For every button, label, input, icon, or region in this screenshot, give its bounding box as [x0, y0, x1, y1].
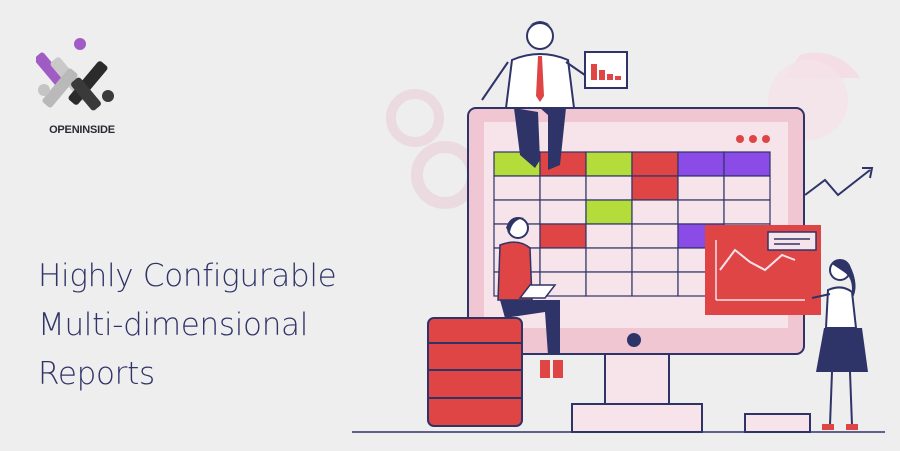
gear-icon: [386, 89, 444, 147]
grid-cell: [539, 247, 587, 273]
woman-with-laptop: [497, 217, 563, 378]
grid-cell: [585, 199, 633, 225]
database-icon: [427, 317, 523, 427]
analytics-card: [705, 225, 821, 315]
grid-cell: [585, 223, 633, 249]
headline: Highly Configurable Multi-dimensional Re…: [38, 252, 337, 399]
grid-cell: [723, 175, 771, 201]
grid-cell: [539, 223, 587, 249]
headline-line-1: Highly Configurable: [38, 258, 337, 294]
grid-cell: [539, 199, 587, 225]
headline-line-2: Multi-dimensional: [38, 307, 309, 343]
headline-line-3: Reports: [38, 356, 155, 392]
grid-cell: [631, 247, 679, 273]
trend-arrow-icon: [804, 169, 871, 197]
brand-name: OPENINSIDE: [49, 124, 115, 136]
grid-cell: [585, 151, 633, 177]
grid-cell: [677, 199, 725, 225]
grid-cell: [631, 151, 679, 177]
grid-cell: [631, 271, 679, 297]
woman-pointing: [811, 259, 868, 430]
grid-cell: [631, 223, 679, 249]
grid-cell: [631, 199, 679, 225]
grid-cell: [677, 151, 725, 177]
reports-illustration: [352, 21, 885, 433]
grid-cell: [493, 175, 541, 201]
grid-cell: [585, 247, 633, 273]
grid-cell: [631, 175, 679, 201]
man-figure: [481, 21, 628, 170]
gear-icon: [411, 141, 479, 209]
logo-mark: [34, 38, 114, 111]
grid-cell: [677, 175, 725, 201]
grid-cell: [585, 175, 633, 201]
grid-cell: [723, 199, 771, 225]
grid-cell: [539, 151, 587, 177]
grid-cell: [539, 175, 587, 201]
openinside-logo: OPENINSIDE: [34, 36, 128, 146]
grid-cell: [585, 271, 633, 297]
grid-cell: [723, 151, 771, 177]
